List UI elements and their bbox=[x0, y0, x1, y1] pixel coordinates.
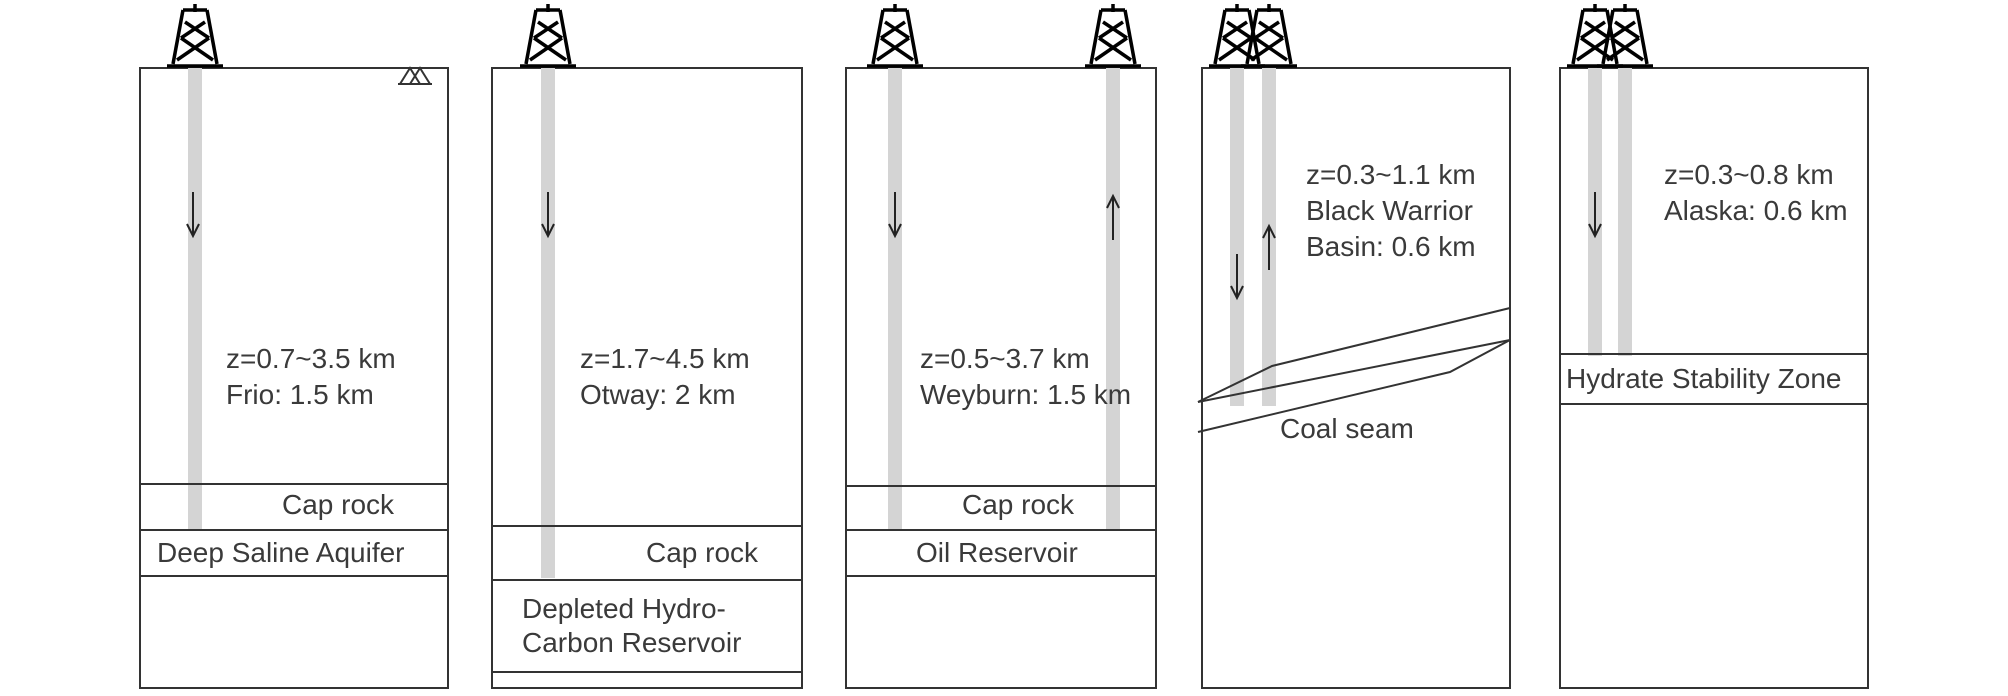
injection-well bbox=[188, 68, 202, 530]
site-label-line1: Black Warrior bbox=[1306, 195, 1473, 226]
panel-oil-reservoir: z=0.5~3.7 km Weyburn: 1.5 km Cap rock Oi… bbox=[845, 2, 1157, 689]
panel-depleted-hydrocarbon: z=1.7~4.5 km Otway: 2 km Cap rock Deplet… bbox=[491, 2, 803, 689]
coal-seam-bottom-line bbox=[1197, 339, 1511, 433]
production-well bbox=[1106, 68, 1120, 530]
panel-frame bbox=[1201, 67, 1511, 689]
reservoir-label-line1: Depleted Hydro- bbox=[522, 593, 726, 624]
depth-range-label: z=1.7~4.5 km bbox=[580, 343, 750, 374]
caprock-label: Cap rock bbox=[282, 489, 395, 520]
coal-seam-middle-line bbox=[1197, 339, 1511, 403]
panel-hydrate: z=0.3~0.8 km Alaska: 0.6 km Hydrate Stab… bbox=[1559, 2, 1869, 689]
injection-well bbox=[1230, 68, 1244, 406]
drilling-rig-icon bbox=[865, 2, 925, 68]
drilling-rig-icon bbox=[165, 2, 225, 68]
site-label: Otway: 2 km bbox=[580, 379, 736, 410]
depth-range-label: z=0.7~3.5 km bbox=[226, 343, 396, 374]
site-label: Weyburn: 1.5 km bbox=[920, 379, 1131, 410]
panel-frame bbox=[1559, 67, 1869, 689]
depth-range-label: z=0.5~3.7 km bbox=[920, 343, 1090, 374]
coal-seam-label: Coal seam bbox=[1280, 413, 1414, 444]
injection-well bbox=[541, 68, 555, 578]
site-label: Frio: 1.5 km bbox=[226, 379, 374, 410]
depth-range-label: z=0.3~0.8 km bbox=[1664, 159, 1834, 190]
drilling-rig-icon bbox=[1083, 2, 1143, 68]
coal-seam-top-line bbox=[1197, 307, 1511, 403]
site-label: Alaska: 0.6 km bbox=[1664, 195, 1848, 226]
caprock-label: Cap rock bbox=[962, 489, 1075, 520]
zone-label: Hydrate Stability Zone bbox=[1566, 363, 1841, 394]
drilling-rig-icon bbox=[518, 2, 578, 68]
caprock-label: Cap rock bbox=[646, 537, 759, 568]
reservoir-label-line2: Carbon Reservoir bbox=[522, 627, 741, 658]
injection-well bbox=[888, 68, 902, 530]
reservoir-label: Oil Reservoir bbox=[916, 537, 1078, 568]
panel-coal-seam: z=0.3~1.1 km Black Warrior Basin: 0.6 km… bbox=[1197, 2, 1511, 689]
site-label-line2: Basin: 0.6 km bbox=[1306, 231, 1476, 262]
production-well bbox=[1618, 68, 1632, 356]
small-rig-icon bbox=[398, 66, 432, 85]
panel-frame bbox=[139, 67, 449, 689]
reservoir-label: Deep Saline Aquifer bbox=[157, 537, 405, 568]
panel-deep-saline-aquifer: z=0.7~3.5 km Frio: 1.5 km Cap rock Deep … bbox=[139, 2, 449, 689]
depth-range-label: z=0.3~1.1 km bbox=[1306, 159, 1476, 190]
